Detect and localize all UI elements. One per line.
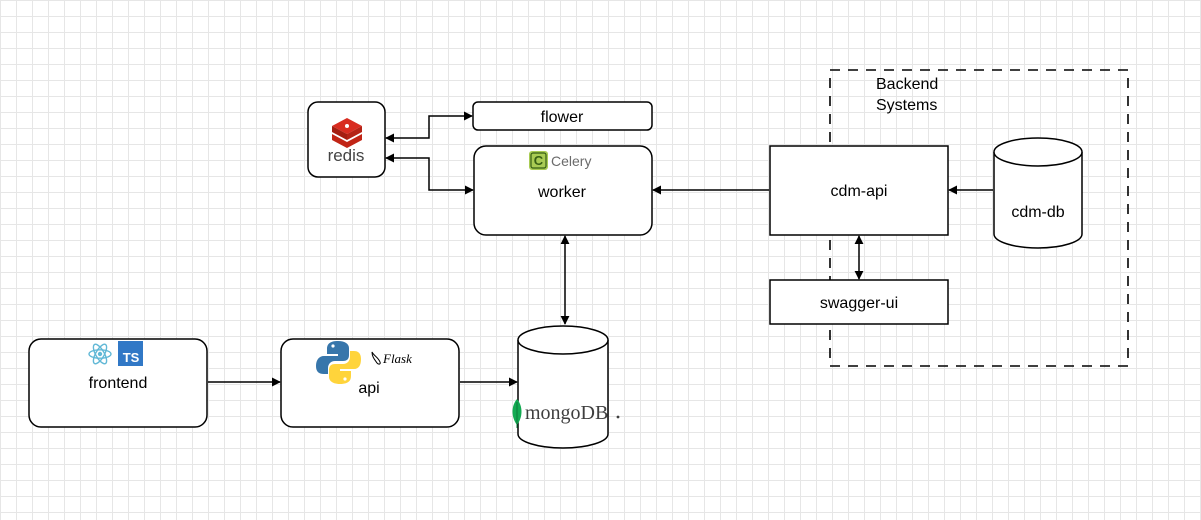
swagger-ui-label: swagger-ui [820, 295, 898, 312]
backend-systems-label-line1: Backend [876, 76, 938, 93]
api-node[interactable]: Flask api [280, 338, 460, 428]
worker-node[interactable]: C Celery worker [473, 145, 653, 236]
mongodb-trademark-dot [616, 415, 620, 419]
flower-node[interactable]: flower [472, 101, 653, 131]
celery-label: Celery [551, 153, 591, 169]
svg-text:TS: TS [123, 350, 140, 365]
redis-node[interactable]: redis [307, 101, 386, 178]
svg-text:C: C [534, 153, 544, 168]
cdm-api-node[interactable]: cdm-api [769, 145, 949, 236]
cdm-db-node[interactable]: cdm-db [993, 137, 1083, 249]
backend-systems-group [829, 69, 1129, 367]
swagger-ui-node[interactable]: swagger-ui [769, 279, 949, 325]
worker-label: worker [537, 184, 587, 201]
edge-redis-flower [385, 111, 473, 143]
edges [208, 111, 993, 387]
celery-icon: C [529, 151, 548, 170]
cdm-db-label: cdm-db [1011, 204, 1064, 221]
backend-systems-label-line2: Systems [876, 97, 937, 114]
edge-redis-worker [385, 153, 474, 195]
flower-label: flower [541, 109, 584, 126]
mongodb-leaf-icon [512, 399, 522, 428]
redis-label: redis [328, 146, 365, 165]
frontend-node[interactable]: TS frontend [28, 338, 208, 428]
cdm-api-label: cdm-api [831, 183, 888, 200]
flask-icon: Flask [371, 351, 412, 366]
python-icon [316, 341, 361, 384]
redis-icon [332, 118, 362, 148]
frontend-label: frontend [89, 375, 148, 392]
mongodb-label: mongoDB [525, 402, 608, 424]
react-icon [88, 343, 112, 365]
mongodb-node[interactable]: mongoDB [512, 325, 620, 449]
svg-text:Flask: Flask [382, 351, 412, 366]
typescript-icon: TS [118, 341, 143, 366]
api-label: api [358, 380, 379, 397]
